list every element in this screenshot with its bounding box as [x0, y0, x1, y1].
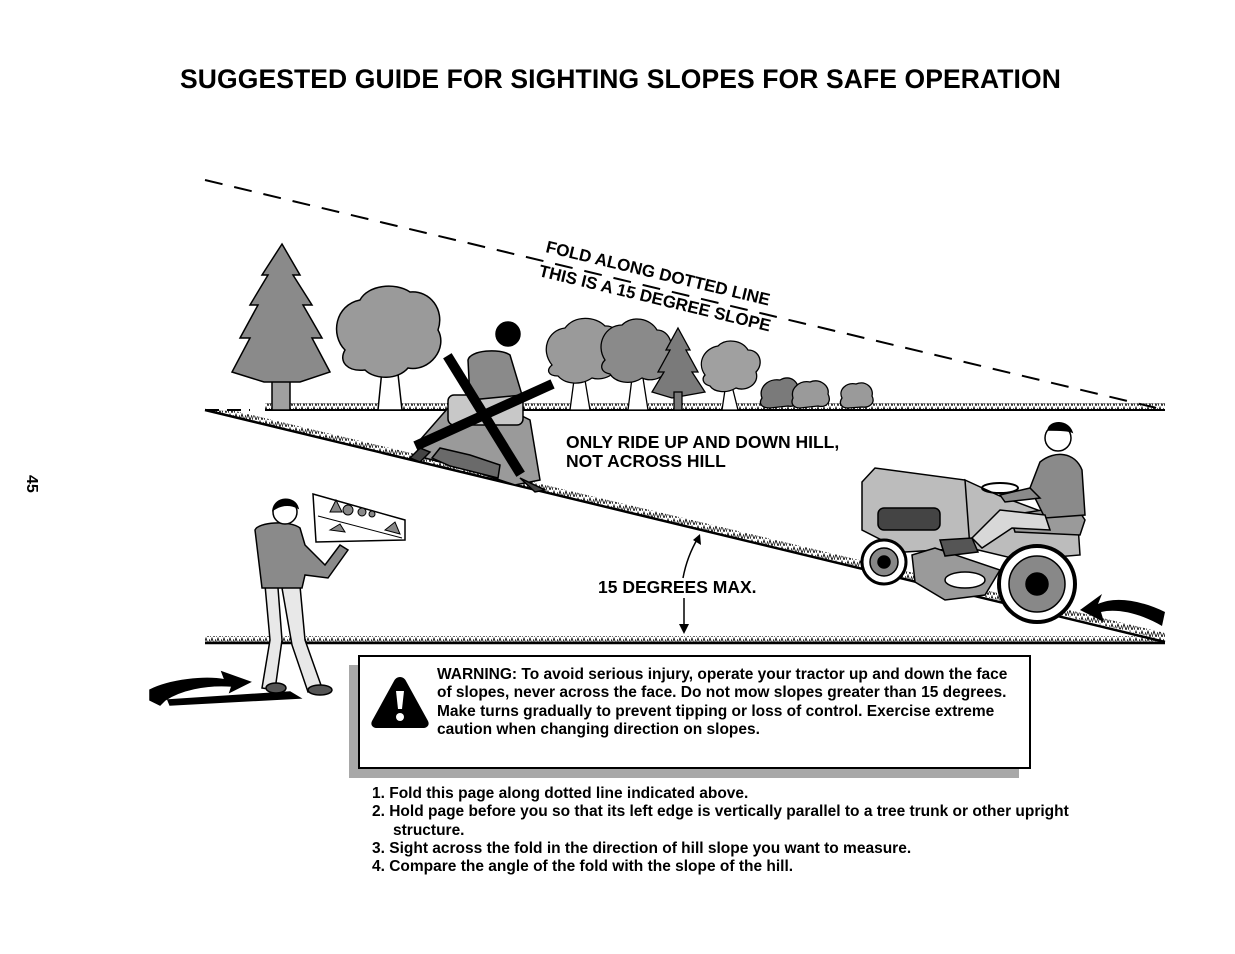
- ride-label-line2: NOT ACROSS HILL: [566, 451, 726, 471]
- lower-ground-line: [205, 636, 1165, 645]
- warning-triangle-icon: [371, 677, 429, 728]
- person-sighting-icon: [149, 498, 350, 706]
- fold-dotted-line: [204, 179, 1166, 411]
- page-title: SUGGESTED GUIDE FOR SIGHTING SLOPES FOR …: [180, 64, 1061, 94]
- oak-tree-icon: [335, 285, 442, 411]
- direction-arrow-icon: [1080, 594, 1165, 626]
- angle-marker-arrows: [679, 534, 701, 634]
- angle-label: 15 DEGREES MAX.: [598, 577, 757, 597]
- instructions-list: 1. Fold this page along dotted line indi…: [372, 785, 1072, 876]
- pine-tree-icon: [230, 242, 332, 411]
- prohibited-x-icon: [413, 353, 555, 477]
- folded-page-icon: [312, 492, 406, 543]
- warning-text: WARNING: To avoid serious injury, operat…: [437, 666, 1008, 739]
- instruction-item: 1. Fold this page along dotted line indi…: [372, 785, 749, 802]
- ride-label-line1: ONLY RIDE UP AND DOWN HILL,: [566, 432, 839, 452]
- instruction-item: 2. Hold page before you so that its left…: [372, 803, 1069, 839]
- tree-group-icon: [545, 317, 874, 411]
- tractor-up-hill-icon: [860, 422, 1086, 624]
- warning-box: WARNING: To avoid serious injury, operat…: [358, 655, 1031, 769]
- instruction-item: 3. Sight across the fold in the directio…: [372, 839, 912, 857]
- upper-ground-line: [205, 403, 1165, 411]
- instruction-item: 4. Compare the angle of the fold with th…: [372, 858, 794, 876]
- tractor-across-hill-icon: [408, 321, 548, 493]
